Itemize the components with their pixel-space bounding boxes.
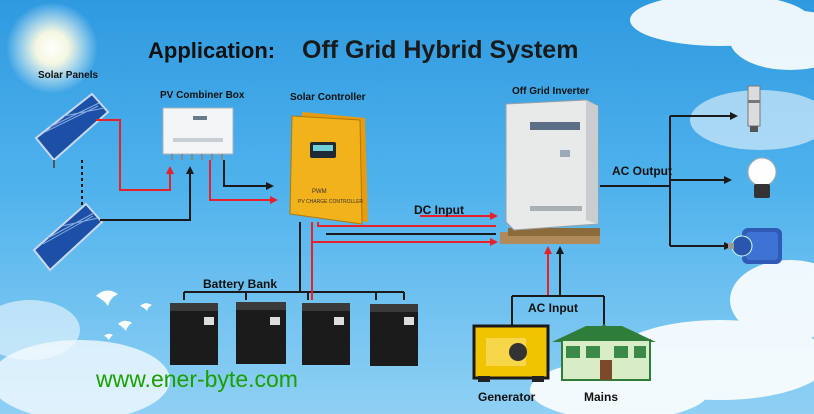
label-off-grid-inverter: Off Grid Inverter [512,86,590,97]
pv-combiner-box-icon [162,107,234,160]
label-generator: Generator [478,390,536,404]
label-pv-combiner-box: PV Combiner Box [160,90,245,101]
off-grid-inverter-icon [500,99,600,244]
sun-icon [6,2,98,94]
label-solar-panels: Solar Panels [38,70,99,81]
label-ac-output: AC Output [612,164,672,178]
birds-icon [96,290,152,340]
electric-motor-icon [728,228,782,264]
solar-panel-icon [32,202,104,272]
svg-text:PWM: PWM [312,189,327,195]
battery-icon [370,304,418,366]
website-url: www.ener-byte.com [96,366,298,392]
page-title: Off Grid Hybrid System [302,36,579,64]
generator-icon [472,324,550,382]
label-solar-controller: Solar Controller [290,92,366,103]
svg-text:PV CHARGE CONTROLLER: PV CHARGE CONTROLLER [298,199,363,205]
battery-icon [170,303,218,365]
battery-icon [302,303,350,365]
title-prefix: Application: [148,38,276,63]
water-pump-icon [747,85,761,132]
house-mains-icon [552,324,656,381]
label-dc-input: DC Input [414,203,464,217]
solar-panel-icon [34,92,110,168]
light-bulb-icon [747,157,777,198]
battery-icon [236,302,286,364]
label-battery-bank: Battery Bank [203,277,278,291]
label-ac-input: AC Input [528,301,578,315]
label-mains: Mains [584,390,619,404]
solar-controller-icon: PWM PV CHARGE CONTROLLER [289,112,368,225]
